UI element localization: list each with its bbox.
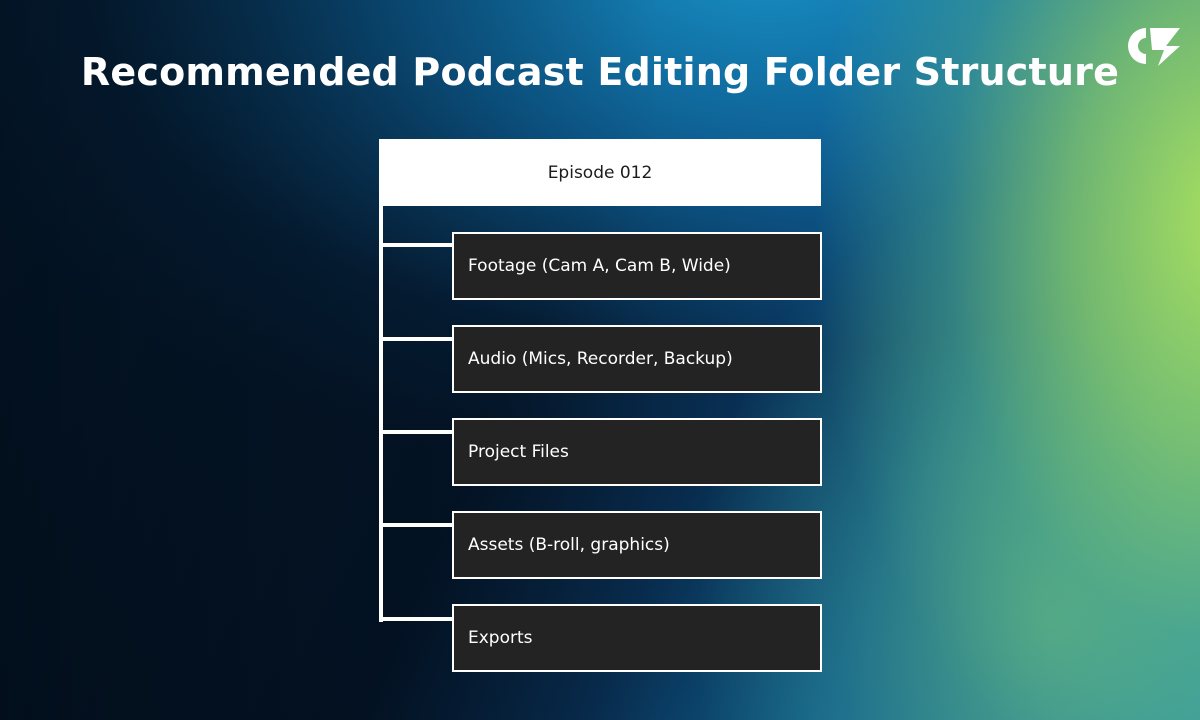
folder-label-footage: Footage (Cam A, Cam B, Wide) [468,256,731,276]
folder-project-files: Project Files [452,418,822,486]
folder-label-assets: Assets (B-roll, graphics) [468,535,670,555]
tree-trunk-line [379,206,383,622]
brand-logo-icon [1128,28,1180,66]
root-folder-label: Episode 012 [547,162,653,183]
tree-branch-line-exports [379,617,454,621]
folder-label-exports: Exports [468,628,533,648]
folder-exports: Exports [452,604,822,672]
folder-label-project-files: Project Files [468,442,569,462]
folder-audio: Audio (Mics, Recorder, Backup) [452,325,822,393]
tree-branch-line-assets [379,523,454,527]
page-title: Recommended Podcast Editing Folder Struc… [80,50,1120,94]
folder-label-audio: Audio (Mics, Recorder, Backup) [468,349,733,369]
folder-assets: Assets (B-roll, graphics) [452,511,822,579]
root-folder-episode: Episode 012 [379,139,821,206]
tree-branch-line-footage [379,243,454,247]
tree-branch-line-project-files [379,430,454,434]
folder-footage: Footage (Cam A, Cam B, Wide) [452,232,822,300]
tree-branch-line-audio [379,337,454,341]
